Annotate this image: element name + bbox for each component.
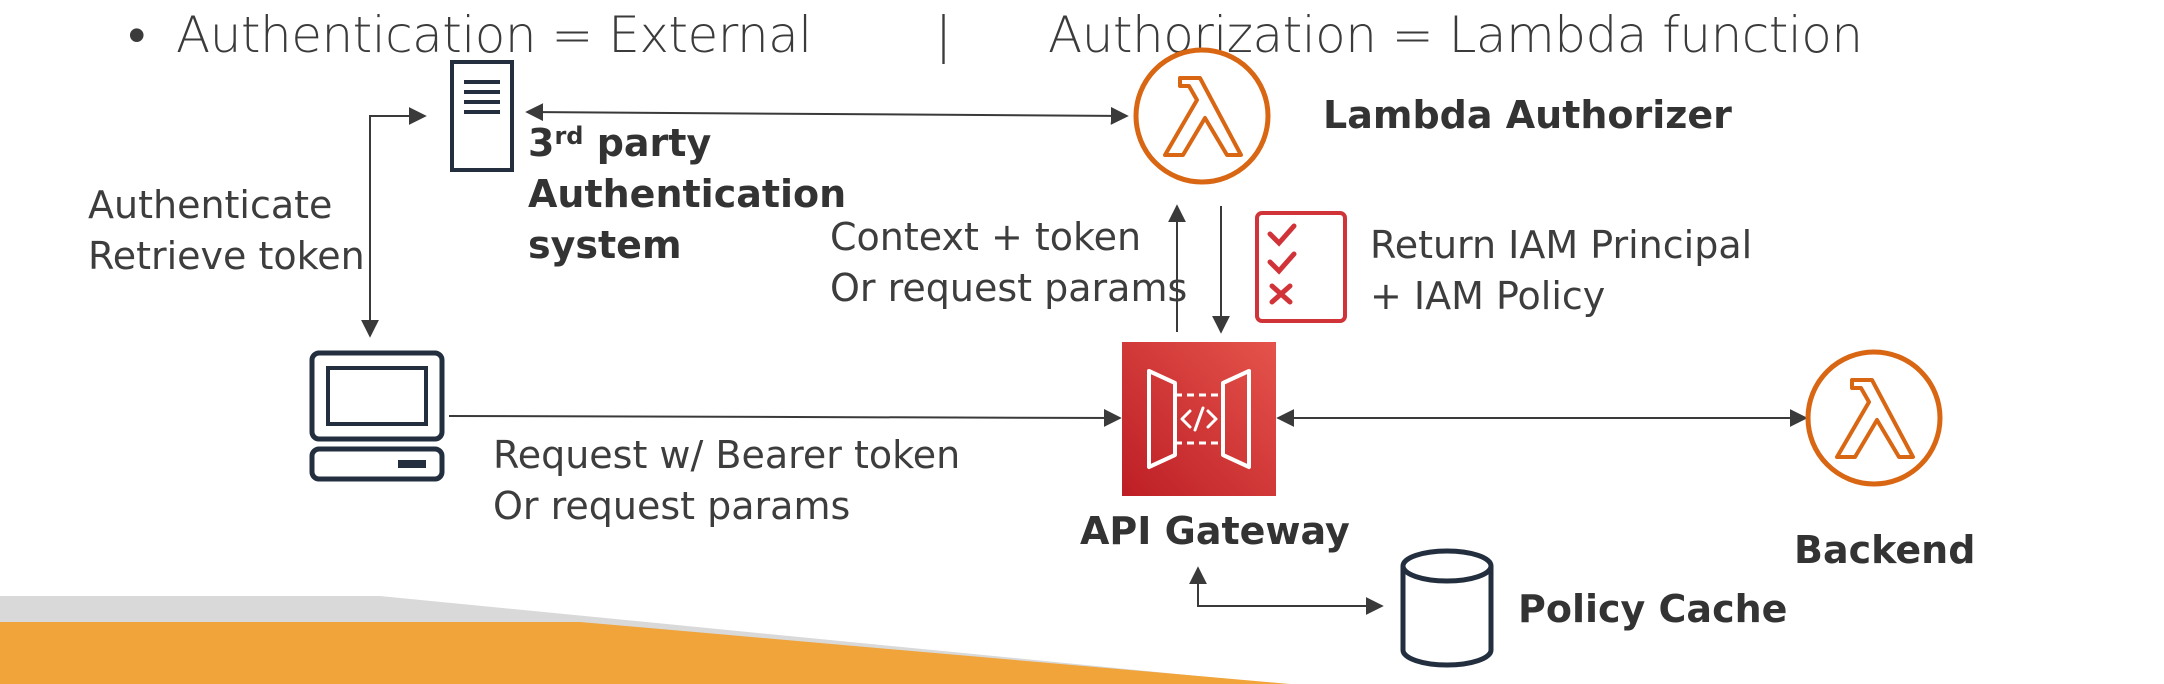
arrow-client-gateway bbox=[448, 408, 1122, 427]
context-label: Context + token Or request params bbox=[830, 212, 1187, 314]
return-policy-label: Return IAM Principal + IAM Policy bbox=[1370, 220, 1752, 322]
auth-system-line2: Authentication bbox=[528, 172, 847, 216]
auth-system-line1-main: 3 bbox=[528, 121, 555, 165]
arrow-auth-lambda bbox=[525, 103, 1129, 125]
return-policy-line2: + IAM Policy bbox=[1370, 274, 1606, 318]
context-line1: Context + token bbox=[830, 215, 1142, 259]
authenticate-line1: Authenticate bbox=[88, 183, 333, 227]
return-policy-line1: Return IAM Principal bbox=[1370, 223, 1753, 267]
auth-system-label: 3rd party Authentication system bbox=[528, 118, 846, 271]
policy-cache-label: Policy Cache bbox=[1518, 587, 1788, 631]
title-bullet: • bbox=[128, 6, 146, 64]
lambda-authorizer-label: Lambda Authorizer bbox=[1323, 93, 1732, 137]
request-line2: Or request params bbox=[493, 484, 851, 528]
arrow-gateway-cache bbox=[1189, 566, 1384, 615]
authenticate-line2: Retrieve token bbox=[88, 234, 365, 278]
auth-system-line1-sup: rd bbox=[554, 122, 584, 151]
request-label: Request w/ Bearer token Or request param… bbox=[493, 430, 960, 532]
title-separator: | bbox=[935, 6, 952, 64]
auth-system-line1-rest: party bbox=[583, 121, 712, 165]
authenticate-label: Authenticate Retrieve token bbox=[88, 180, 365, 282]
context-line2: Or request params bbox=[830, 266, 1188, 310]
backend-label: Backend bbox=[1794, 528, 1976, 572]
arrow-client-auth bbox=[361, 107, 427, 338]
auth-system-line3: system bbox=[528, 223, 682, 267]
title-authentication: Authentication = External bbox=[176, 6, 812, 64]
api-gateway-label: API Gateway bbox=[1080, 509, 1350, 553]
request-line1: Request w/ Bearer token bbox=[493, 433, 961, 477]
